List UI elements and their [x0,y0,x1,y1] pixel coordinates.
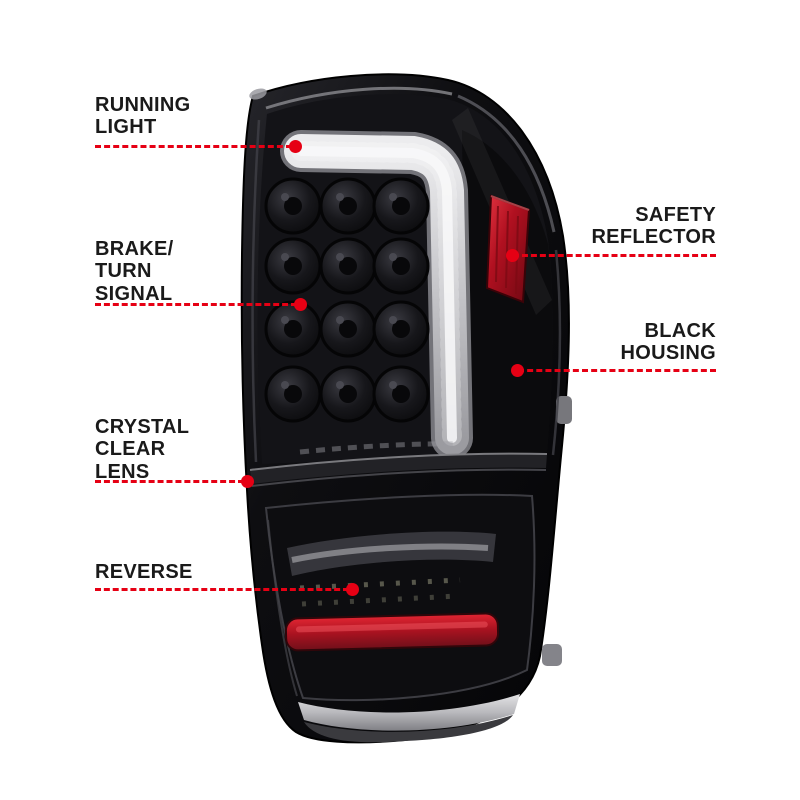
leader-line-black-housing [518,369,716,372]
callout-brake-turn-signal: BRAKE/ TURN SIGNAL [95,238,173,305]
leader-line-crystal-clear-lens [95,480,244,483]
callout-lens-line3: LENS [95,460,150,483]
brake-turn-led-cluster [264,177,430,423]
leader-dot-reverse [346,583,359,596]
callout-housing-line1: BLACK [644,320,716,342]
leader-line-brake-turn-signal [95,303,297,306]
leader-line-running-light [95,145,292,148]
callout-safety-line2: REFLECTOR [591,226,716,249]
red-reflector-strip [284,612,500,652]
callout-running-light: RUNNING LIGHT [95,94,190,139]
leader-dot-running-light [289,140,302,153]
callout-brake-line3: SIGNAL [95,282,173,305]
leader-dot-black-housing [511,364,524,377]
safety-reflector-part [485,194,531,304]
lens-divider-band [249,441,548,487]
callout-crystal-clear-lens: CRYSTAL CLEAR LENS [95,416,189,483]
running-light-bar [280,130,473,459]
callout-reverse: REVERSE [95,561,193,583]
leader-line-safety-reflector [513,254,716,257]
callout-safety-line1: SAFETY [635,204,716,226]
callout-running-light-line2: LIGHT [95,116,157,139]
leader-dot-safety-reflector [506,249,519,262]
callout-housing-line2: HOUSING [620,342,716,365]
reverse-lens [264,493,536,702]
callout-brake-line1: BRAKE/ [95,238,174,260]
callout-black-housing: BLACK HOUSING [556,320,716,365]
callout-lens-line1: CRYSTAL [95,416,190,438]
leader-dot-crystal-clear-lens [241,475,254,488]
callout-reverse-line1: REVERSE [95,561,193,583]
callout-safety-reflector: SAFETY REFLECTOR [556,204,716,249]
callout-running-light-line1: RUNNING [95,94,191,116]
callout-brake-line2: TURN [95,260,152,283]
leader-line-reverse [95,588,349,591]
bottom-trim [267,519,520,743]
callout-lens-line2: CLEAR [95,438,166,461]
leader-dot-brake-turn-signal [294,298,307,311]
